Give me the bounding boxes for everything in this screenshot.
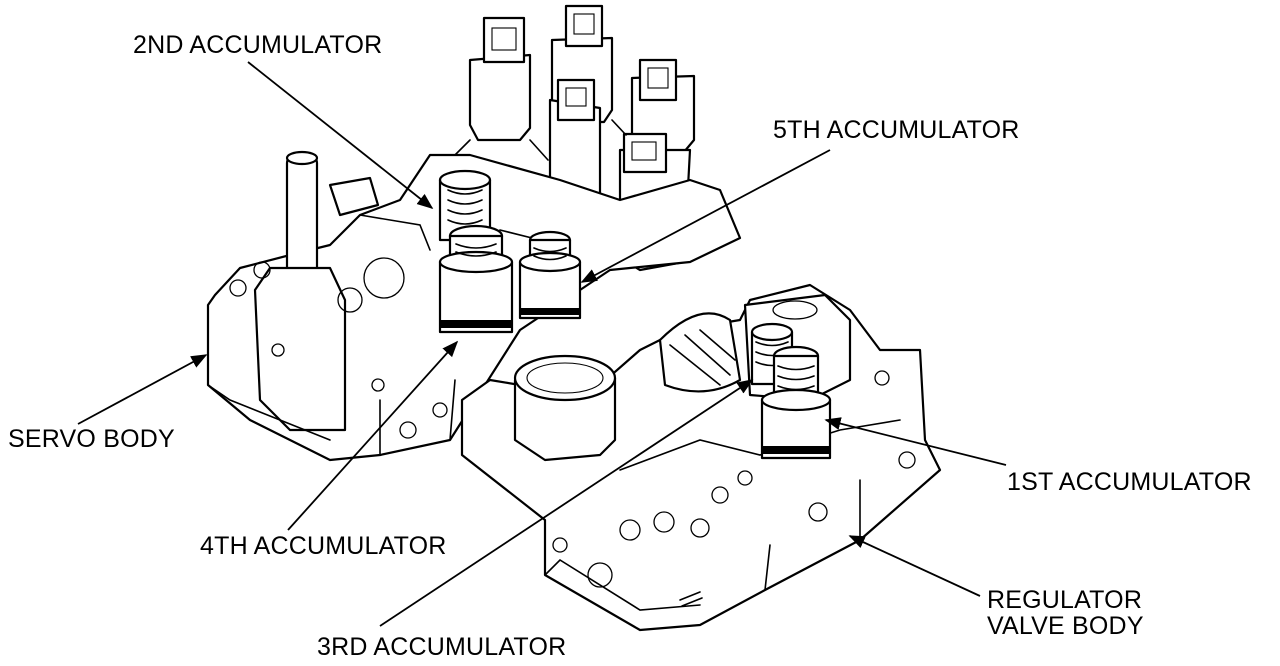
label-4th-accumulator: 4TH ACCUMULATOR <box>200 532 447 560</box>
leader-regulator-valve-body <box>848 535 981 597</box>
label-5th-accumulator: 5TH ACCUMULATOR <box>773 116 1020 144</box>
label-2nd-accumulator: 2ND ACCUMULATOR <box>133 31 383 59</box>
leader-5th-accumulator <box>580 149 831 283</box>
label-regulator-line1: REGULATOR <box>987 586 1143 614</box>
leader-1st-accumulator <box>824 417 1007 466</box>
leader-4th-accumulator <box>287 340 459 531</box>
leader-2nd-accumulator <box>247 61 434 210</box>
accumulator-4th <box>438 224 514 334</box>
accumulator-5th <box>518 230 582 320</box>
regulator-valve-body-housing <box>460 283 942 632</box>
leader-servo-body <box>77 354 208 425</box>
label-servo-body: SERVO BODY <box>8 425 175 453</box>
label-regulator-line2: VALVE BODY <box>987 612 1144 640</box>
leader-3rd-accumulator <box>379 379 754 627</box>
accumulator-3rd <box>750 322 794 386</box>
label-1st-accumulator: 1ST ACCUMULATOR <box>1007 468 1252 496</box>
label-3rd-accumulator: 3RD ACCUMULATOR <box>317 633 567 661</box>
